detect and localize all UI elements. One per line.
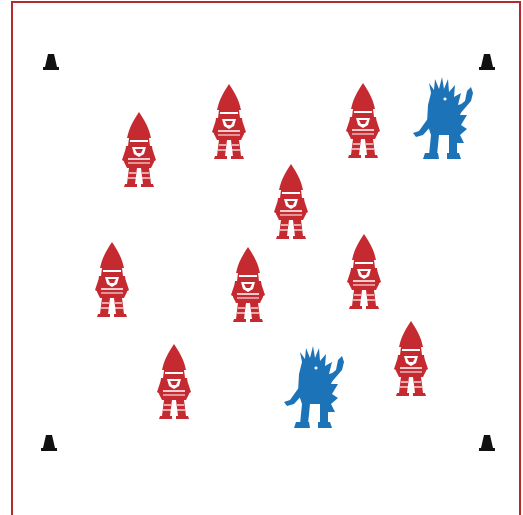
gnome-icon[interactable] xyxy=(212,84,246,159)
cone-icon[interactable] xyxy=(479,435,495,451)
monster-icon[interactable] xyxy=(284,346,344,428)
gnome-icon[interactable] xyxy=(394,321,428,396)
cone-icon[interactable] xyxy=(43,54,59,70)
gnome-icon[interactable] xyxy=(95,242,129,317)
gnome-icon[interactable] xyxy=(122,112,156,187)
gnome-icon[interactable] xyxy=(274,164,308,239)
gnome-icon[interactable] xyxy=(346,83,380,158)
field-border xyxy=(12,2,520,515)
cone-icon[interactable] xyxy=(479,54,495,70)
gnome-icon[interactable] xyxy=(157,344,191,419)
cone-icon[interactable] xyxy=(41,435,57,451)
gnome-icon[interactable] xyxy=(231,247,265,322)
monster-icon[interactable] xyxy=(413,77,473,159)
gnome-icon[interactable] xyxy=(347,234,381,309)
